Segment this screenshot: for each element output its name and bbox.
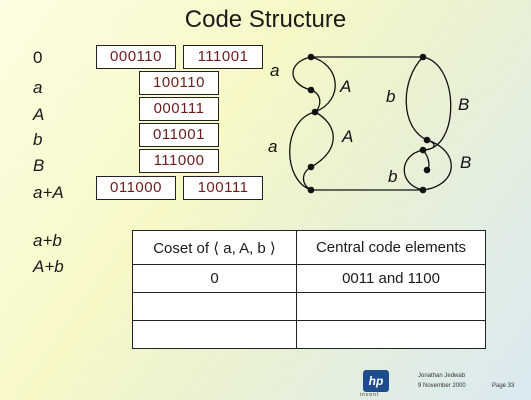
graph-label-b-bot: b — [388, 167, 397, 186]
table-cell — [296, 320, 486, 349]
graph-node — [419, 146, 427, 154]
code-box: 100111 — [183, 176, 263, 200]
graph-edge-b-bot — [403, 149, 424, 191]
row-label-ab: a+b — [33, 231, 62, 250]
graph-node — [423, 136, 431, 144]
graph-node — [419, 186, 427, 194]
row-label-a: a — [33, 78, 43, 97]
row-label-B: B — [33, 156, 45, 175]
table-cell — [296, 292, 486, 321]
graph-edge-a-bot — [289, 111, 316, 191]
graph-node — [307, 53, 315, 61]
graph-edge-B-bot — [422, 139, 452, 191]
code-box: 011000 — [96, 176, 176, 200]
graph-node — [307, 163, 315, 171]
graph-label-a-bot: a — [268, 137, 277, 156]
graph-edge-b-top — [405, 56, 428, 141]
graph-label-a-top: a — [270, 61, 279, 80]
logo-tagline: invent — [360, 392, 380, 398]
graph-node — [311, 108, 319, 116]
footer-author: Jonathan Jedwab — [418, 373, 466, 379]
code-box: 011001 — [139, 123, 219, 147]
graph-label-A-top: A — [339, 77, 351, 96]
code-box: 000111 — [139, 97, 219, 121]
row-label-A: A — [33, 105, 45, 124]
footer-date: 9 November 2000 — [418, 383, 466, 389]
table-cell: 0011 and 1100 — [296, 264, 486, 293]
code-box: 000110 — [96, 45, 176, 69]
graph-edge-B-top — [422, 56, 452, 151]
graph-node — [419, 53, 427, 61]
graph-edge-a-top — [292, 56, 312, 91]
table-header-row: Coset of ⟨ a, A, b ⟩ Central code elemen… — [132, 230, 486, 265]
table-cell — [132, 292, 297, 321]
graph-node — [307, 86, 315, 94]
table-row: 0 0011 and 1100 — [132, 264, 486, 293]
graph-label-A-bot: A — [341, 127, 353, 146]
graph-label-b-top: b — [386, 87, 395, 106]
table-cell: 0 — [132, 264, 297, 293]
code-box: 111000 — [139, 149, 219, 173]
slide-title: Code Structure — [184, 6, 347, 33]
table-header-central: Central code elements — [296, 230, 486, 265]
hp-logo-icon: hp — [363, 370, 389, 392]
graph-edge-A-top — [310, 56, 336, 113]
table-row — [132, 320, 486, 349]
graph-node — [307, 186, 315, 194]
graph-label-B-top: B — [458, 95, 469, 114]
coset-table: Coset of ⟨ a, A, b ⟩ Central code elemen… — [132, 230, 486, 349]
graph-label-B-bot: B — [460, 153, 471, 172]
row-label-0: 0 — [33, 48, 43, 67]
row-label-aA: a+A — [33, 183, 64, 202]
table-cell — [132, 320, 297, 349]
code-box: 111001 — [183, 45, 263, 69]
footer-page: Page 33 — [492, 383, 515, 389]
graph-node — [423, 166, 431, 174]
table-header-coset: Coset of ⟨ a, A, b ⟩ — [132, 230, 297, 265]
graph-edge-A-bot — [310, 111, 334, 168]
row-label-b: b — [33, 130, 43, 149]
graph-edge-mid-left — [310, 89, 321, 113]
table-row — [132, 292, 486, 321]
code-box: 100110 — [139, 71, 219, 95]
row-label-Ab: A+b — [33, 257, 64, 276]
